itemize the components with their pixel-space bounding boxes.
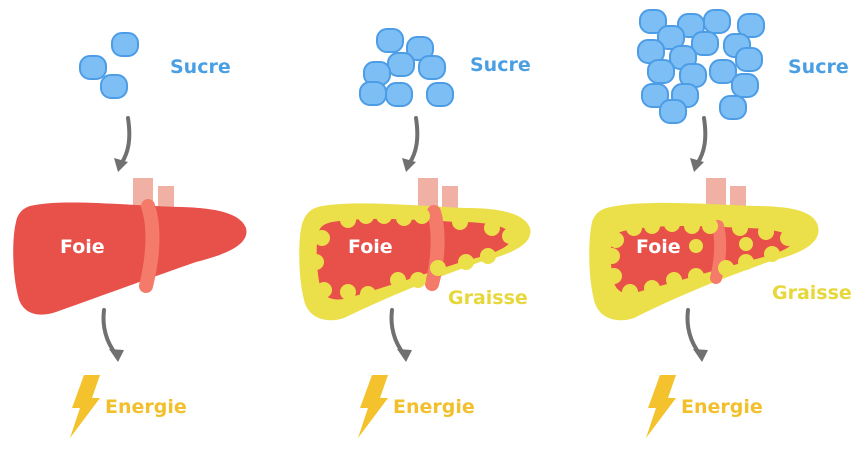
sugar-cluster-icon (79, 32, 139, 99)
liver-to-energy-arrow (101, 308, 124, 362)
sugar-to-liver-arrow (402, 116, 420, 172)
panel-moderate-fatty-liver: Sucre Foie Graisse Energie (288, 0, 576, 450)
panel-normal-graphic (13, 32, 247, 438)
energie-label: Energie (105, 396, 187, 418)
liver-to-energy-arrow (389, 308, 412, 362)
sugar-to-liver-arrow (114, 116, 132, 172)
sucre-label: Sucre (170, 56, 231, 78)
panel-moderate-graphic (299, 28, 531, 438)
sugar-to-liver-arrow (690, 116, 708, 172)
sucre-label: Sucre (470, 54, 531, 76)
lightning-bolt-icon (70, 375, 100, 438)
lightning-bolt-icon (358, 375, 388, 438)
panel-severe-graphic (589, 9, 819, 438)
foie-label: Foie (60, 236, 105, 258)
sugar-cluster-icon (637, 9, 765, 124)
fatty-liver-icon (299, 178, 531, 321)
sugar-cluster-icon (359, 28, 454, 107)
foie-label: Foie (636, 236, 681, 258)
fatty-liver-icon (589, 178, 819, 321)
energie-label: Energie (681, 396, 763, 418)
energie-label: Energie (393, 396, 475, 418)
lightning-bolt-icon (646, 375, 676, 438)
liver-to-energy-arrow (685, 308, 708, 362)
liver-icon (13, 178, 247, 315)
sucre-label: Sucre (788, 56, 849, 78)
panel-severe-fatty-liver: Sucre Foie Graisse Energie (576, 0, 864, 450)
graisse-label: Graisse (448, 287, 528, 309)
graisse-label: Graisse (772, 282, 852, 304)
foie-label: Foie (348, 236, 393, 258)
panel-normal-liver: Sucre Foie Energie (0, 0, 288, 450)
